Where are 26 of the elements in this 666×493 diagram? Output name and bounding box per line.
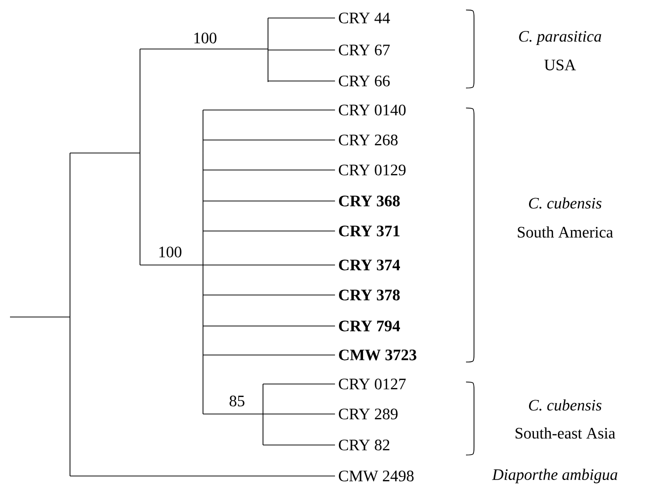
taxon-label: CRY 374 <box>339 260 400 270</box>
clade-label: C. cubensis <box>529 197 602 209</box>
taxon-label: CRY 289 <box>338 408 398 420</box>
bootstrap-value: 100 <box>159 246 182 258</box>
taxon-label: CRY 368 <box>339 196 400 206</box>
taxon-label: CRY 794 <box>339 320 400 332</box>
bootstrap-value: 100 <box>194 32 216 44</box>
clade-label: C. parasitica <box>519 31 602 45</box>
taxon-label: CRY 378 <box>339 290 400 300</box>
taxon-label: CRY 82 <box>338 440 390 450</box>
taxon-label: CRY 371 <box>339 226 400 236</box>
bootstrap-value: 85 <box>230 396 244 406</box>
taxon-label: CRY 0140 <box>338 104 406 116</box>
taxon-label: CRY 67 <box>338 44 390 56</box>
taxon-label: CRY 66 <box>338 76 390 86</box>
taxon-label: CRY 44 <box>338 12 390 24</box>
taxon-label: CMW 2498 <box>338 470 414 482</box>
species-label: Diaporthe ambigua <box>492 468 618 484</box>
taxon-label: CRY 0127 <box>338 378 406 390</box>
clade-label: South America <box>518 226 613 238</box>
clade-label: USA <box>544 60 576 70</box>
taxon-label: CRY 268 <box>338 134 398 146</box>
clade-label: South-east Asia <box>516 427 616 439</box>
taxon-label: CRY 0129 <box>338 164 406 176</box>
clade-label: C. cubensis <box>529 399 602 411</box>
taxon-label: CMW 3723 <box>339 350 416 360</box>
